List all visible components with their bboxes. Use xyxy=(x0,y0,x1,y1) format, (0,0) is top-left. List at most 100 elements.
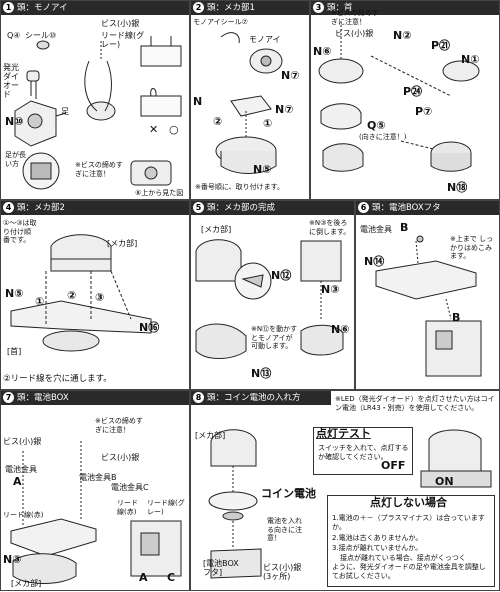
light-test-title: 点灯テスト xyxy=(316,427,371,440)
section-4-number: 4 xyxy=(3,202,14,213)
section-3-number: 3 xyxy=(313,2,324,13)
screw-label-8: ビス(小)銀(3ヶ所) xyxy=(263,563,302,581)
n10-label: N⑩ xyxy=(5,115,24,128)
lead-gray-label: リード線(グレー) xyxy=(147,499,185,516)
section-5-number: 5 xyxy=(193,202,204,213)
order-instruction: ①～③は取り付け順番です。 xyxy=(3,219,37,244)
b-label-2: B xyxy=(452,311,461,324)
section-5-title: 頭：メカ部の完成 xyxy=(207,203,276,213)
section-8-number: 8 xyxy=(193,392,204,403)
section-6-title: 頭：電池BOXフタ xyxy=(372,203,441,213)
n12-note: ※N⑫を動かすとモノアイが可動します。 xyxy=(251,325,298,350)
n3-label-7: N③ xyxy=(3,553,22,566)
n7-label-b: N⑦ xyxy=(275,103,294,116)
light-test-text: スイッチを入れて、点灯するか確認してください。 xyxy=(318,444,409,461)
mark-2: ② xyxy=(213,115,223,128)
n14-label: N⑭ xyxy=(364,255,385,268)
n18-label: N⑱ xyxy=(447,181,468,194)
insert-direction-note: 電池を入れる向きに注意！ xyxy=(267,517,302,542)
battery-metal-label-6: 電池金具 xyxy=(360,225,392,234)
section-2-number: 2 xyxy=(193,2,204,13)
troubleshoot-item-4: 接点が離れている場合、接点がくっつく xyxy=(340,554,466,562)
wire-label-1: リード線(グレー) xyxy=(101,31,145,49)
section-6-drawing xyxy=(375,235,482,377)
troubleshoot-item-2: 2.電池は古くありませんか。 xyxy=(332,534,423,542)
n3-label-5: N③ xyxy=(321,283,340,296)
n16-label: N⑯ xyxy=(139,321,160,334)
monoeye-label: モノアイ xyxy=(249,35,281,44)
section-1-number: 1 xyxy=(3,2,14,13)
n12-label: N⑫ xyxy=(271,269,292,282)
screw-s-label-2: ビス(小)銀 xyxy=(101,453,140,462)
switch-on-label: ON xyxy=(435,475,454,488)
led-label: 発光ダイオード xyxy=(3,63,19,99)
n13-label: N⑬ xyxy=(251,367,272,380)
section-5-drawing xyxy=(195,239,344,359)
mecha-label-4: [メカ部] xyxy=(107,239,138,248)
mecha-label-5: [メカ部] xyxy=(201,225,232,234)
caution-1: ※ビスの締めすぎに注意！ xyxy=(75,161,123,178)
troubleshoot-item-1: 1.電池の＋－（プラスマイナス）は合っていますか。 xyxy=(332,514,485,531)
section-1-drawing xyxy=(14,36,182,190)
section-8-drawing xyxy=(208,429,492,579)
n-label: N xyxy=(193,95,203,108)
section-7-number: 7 xyxy=(3,392,14,403)
p24-label: P㉔ xyxy=(403,85,423,98)
screw-s-label: ビス(小)銀 xyxy=(3,437,42,446)
hinge-note: ※上まで しっかりはめこみます。 xyxy=(450,235,494,260)
screw-label-1: ビス(小)銀 xyxy=(101,19,140,28)
mark-1: ① xyxy=(263,117,273,130)
section-8-title: 頭：コイン電池の入れ方 xyxy=(207,393,301,403)
troubleshoot-item-5: ように、発光ダイオードの足や電池金具を調整してお試しください。 xyxy=(332,563,486,580)
n1-label: N① xyxy=(461,53,480,66)
section-1-title: 頭：モノアイ xyxy=(17,3,68,13)
section-3-title: 頭：首 xyxy=(327,3,353,13)
q4-label: Q④ xyxy=(7,31,21,40)
section-6-number: 6 xyxy=(358,202,369,213)
section-7-drawing xyxy=(10,441,182,584)
n5-label-4: N⑤ xyxy=(5,287,24,300)
bm-b-label: 電池金具B xyxy=(79,473,117,482)
section-2-drawing xyxy=(215,32,283,174)
section-2-title: 頭：メカ部1 xyxy=(207,3,255,13)
lead-red-label: リード線(赤) xyxy=(3,511,44,519)
section-4-title: 頭：メカ部2 xyxy=(17,203,65,213)
caution-7: ※ビスの締めすぎに注意！ xyxy=(95,417,143,434)
top-view-label: ⑧上から見た図 xyxy=(135,189,184,197)
caution-3: ※ビスの締めすぎに注意！ xyxy=(331,9,379,26)
foot-label: 足 xyxy=(61,107,69,116)
m3: ③ xyxy=(95,291,105,304)
troubleshoot-title: 点灯しない場合 xyxy=(370,496,447,509)
light-test-box: 点灯テスト スイッチを入れて、点灯するか確認してください。 xyxy=(313,427,413,475)
battery-metal-a-label: 電池金具 xyxy=(5,465,37,474)
coin-battery-label: コイン電池 xyxy=(261,487,316,500)
p21-label: P㉑ xyxy=(431,39,451,52)
switch-off-label: OFF xyxy=(381,459,406,472)
mecha-label-8: [メカ部] xyxy=(195,431,226,440)
n6-label: N⑥ xyxy=(313,45,332,58)
mecha-label-7: [メカ部] xyxy=(11,579,42,588)
n2-label: N② xyxy=(393,29,412,42)
q5-label: Q⑤ xyxy=(367,119,386,132)
n3-note: ※N③を後ろに倒します。 xyxy=(309,219,351,236)
m1: ① xyxy=(35,295,45,308)
lead-red-label-2: リード線(赤) xyxy=(117,499,138,516)
seal-label: シール⑩ xyxy=(25,31,57,40)
led-use-note: ※LED（発光ダイオード）を点灯させたい方はコイン電池（LR43・別売）を使用し… xyxy=(335,395,495,412)
o-mark: ○ xyxy=(169,123,179,136)
b-label: B xyxy=(400,221,409,234)
battery-box-lid-label: [電池BOXフタ] xyxy=(203,559,239,577)
m2: ② xyxy=(67,289,77,302)
